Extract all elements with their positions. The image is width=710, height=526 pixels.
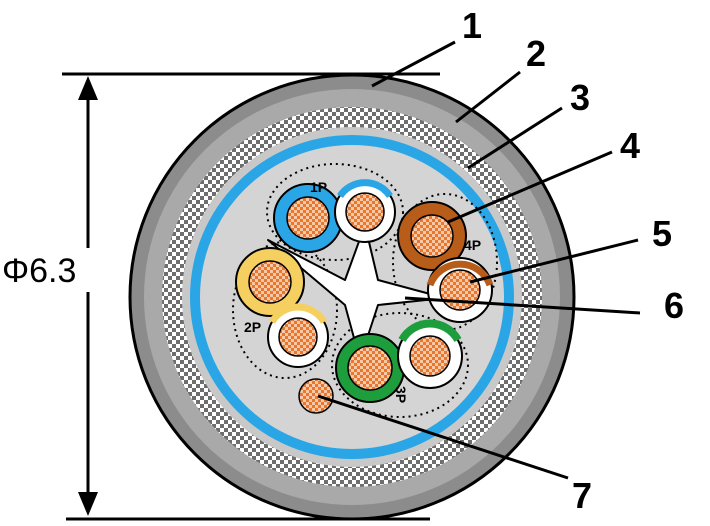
arrow-down-icon: [78, 492, 98, 516]
pair-label-2p: 2P: [244, 319, 261, 335]
pair-1p-outline: [266, 163, 404, 261]
dimension-label-bg: [0, 248, 100, 292]
pair1-wire-b-stripe: [337, 179, 393, 199]
drain-wire-icon: [298, 378, 334, 414]
pair-label-4p: 4P: [464, 237, 481, 253]
leader-line-6: [404, 296, 641, 315]
pair3-wire-b-stripe: [398, 319, 462, 343]
leader-line-3: [467, 106, 563, 170]
callout-2: 2: [526, 33, 546, 74]
callout-5: 5: [652, 213, 672, 254]
callout-6: 6: [664, 285, 684, 326]
conductor-icon: [410, 214, 454, 258]
conductor-icon: [345, 192, 385, 232]
arrow-up-icon: [78, 76, 98, 100]
leader-line-4: [447, 150, 613, 224]
leader-line-5: [469, 238, 639, 284]
callout-7: 7: [572, 475, 592, 516]
leader-line-1: [371, 40, 456, 88]
conductor-icon: [286, 196, 330, 240]
conductor-icon: [347, 345, 393, 391]
leader-line-2: [455, 70, 521, 124]
conductor-icon: [409, 335, 451, 377]
diameter-label: Φ6.3: [2, 252, 76, 290]
leader-line-7: [317, 394, 569, 480]
pair-label-1p: 1P: [310, 179, 327, 195]
conductor-icon: [248, 260, 292, 304]
conductor-icon: [278, 317, 318, 357]
pair-label-3p: 3P: [393, 386, 409, 403]
callout-4: 4: [620, 125, 640, 166]
pair-3p-outline: [331, 312, 469, 418]
callout-3: 3: [570, 77, 590, 118]
conductor-icon: [439, 269, 481, 311]
callout-1: 1: [462, 5, 482, 46]
pair-4p-outline: [392, 193, 498, 331]
pair2-wire-b-stripe: [268, 303, 328, 324]
pair4-wire-b-stripe: [426, 260, 494, 287]
